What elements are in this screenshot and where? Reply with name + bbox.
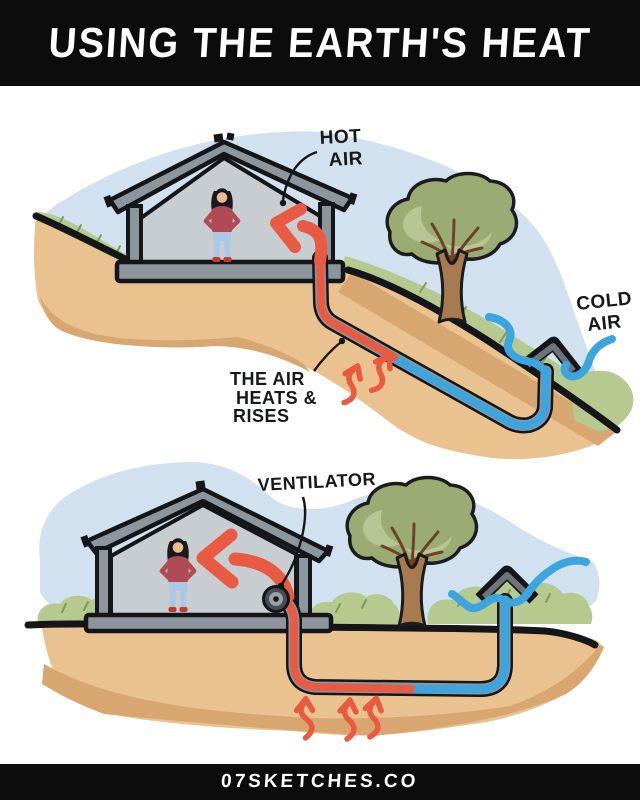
cold-air-flow-left: [448, 590, 509, 613]
hot-air-arrow-icon: [270, 203, 328, 267]
cold-section: [376, 346, 550, 430]
hot-air-leader: [279, 150, 318, 207]
cold-air-flow-right: [504, 556, 590, 607]
heats-label-line3: RISES: [233, 406, 290, 426]
ventilator-leader: [277, 496, 307, 590]
cold-air-flow-right: [560, 335, 616, 381]
heats-leader: [313, 337, 346, 372]
floor-slab: [114, 259, 346, 284]
heats-label-line2: HEATS &: [236, 388, 317, 408]
credit-text: 07SKETCHES.CO: [220, 771, 420, 792]
cold-section: [396, 596, 509, 694]
top-diagram: HOT AIR COLD AIR THE AIR HEATS & RISES: [32, 126, 634, 460]
ventilator-label: VENTILATOR: [257, 469, 376, 495]
ground-pipe: [312, 250, 554, 434]
roof: [107, 139, 355, 215]
grass-intake: [570, 370, 634, 431]
floor-slab: [83, 612, 334, 634]
house: [80, 480, 334, 634]
bottom-diagram: VENTILATOR: [24, 462, 604, 739]
ground-pipe: [275, 592, 513, 697]
cold-air-flow-left: [485, 313, 551, 379]
wall-left: [95, 546, 112, 620]
terrain-line: [32, 212, 621, 434]
cold-air-label-line1: COLD: [575, 288, 633, 315]
earth-shade: [42, 645, 604, 736]
page-title: USING THE EARTH'S HEAT: [47, 19, 593, 66]
grass-slope: [342, 256, 618, 428]
cold-air-label-line2: AIR: [586, 312, 622, 336]
ventilator-icon: [262, 585, 290, 613]
earth-shade-plateau: [40, 296, 310, 372]
hot-air-label-line2: AIR: [328, 148, 363, 171]
house: [103, 132, 358, 284]
hot-section: [316, 254, 398, 361]
title-banner: USING THE EARTH'S HEAT: [0, 0, 640, 86]
credit-banner: 07SKETCHES.CO: [0, 764, 640, 800]
hot-air-label-line1: HOT: [319, 126, 362, 149]
heats-label-line1: THE AIR: [230, 369, 305, 389]
